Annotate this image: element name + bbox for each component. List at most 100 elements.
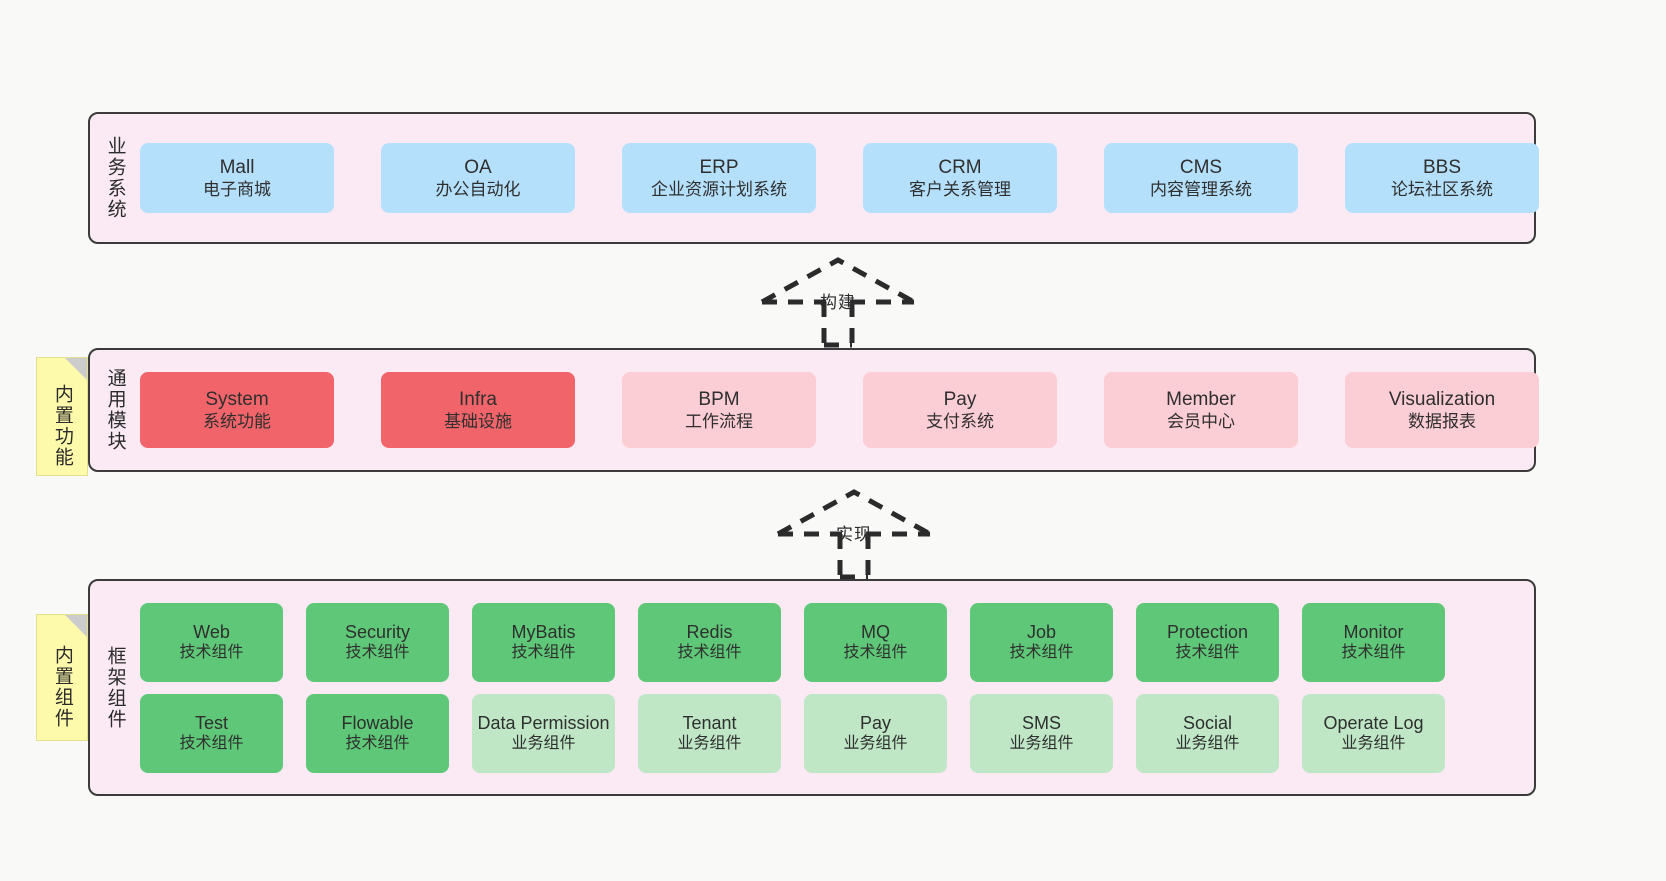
card-title-en: BBS (1422, 156, 1462, 178)
card-erp[interactable]: ERP 企业资源计划系统 (622, 143, 816, 213)
card-title-en: Job (1026, 621, 1057, 642)
card-title-en: Protection (1166, 621, 1249, 642)
card-title-en: CRM (938, 156, 982, 178)
layer-body-modules: System 系统功能 Infra 基础设施 BPM 工作流程 Pay 支付系统… (140, 350, 1555, 470)
layer-framework-components: 框架组件 Web 技术组件 Security 技术组件 MyBatis 技术组件… (88, 579, 1536, 796)
card-title-en: Pay (859, 712, 892, 733)
card-oa[interactable]: OA 办公自动化 (381, 143, 575, 213)
card-title-cn: 业务组件 (677, 735, 742, 753)
card-title-cn: 技术组件 (1009, 644, 1074, 662)
card-title-en: Tenant (682, 712, 737, 733)
card-title-en: Visualization (1388, 388, 1496, 410)
card-mq[interactable]: MQ 技术组件 (804, 602, 947, 682)
card-title-cn: 技术组件 (677, 644, 742, 662)
card-title-en: OA (464, 156, 492, 178)
card-title-cn: 系统功能 (203, 412, 271, 432)
card-title-cn: 会员中心 (1167, 412, 1235, 432)
card-member[interactable]: Member 会员中心 (1104, 372, 1298, 448)
connector-label-realize: 实现 (836, 525, 872, 544)
card-title-cn: 内容管理系统 (1150, 180, 1252, 200)
card-title-cn: 客户关系管理 (909, 180, 1011, 200)
card-bbs[interactable]: BBS 论坛社区系统 (1345, 143, 1539, 213)
layer-common-modules: 通用模块 System 系统功能 Infra 基础设施 BPM 工作流程 Pay (88, 348, 1539, 472)
card-job[interactable]: Job 技术组件 (970, 602, 1113, 682)
card-title-en: Flowable (341, 712, 414, 733)
card-test[interactable]: Test 技术组件 (140, 693, 283, 773)
card-pay-component[interactable]: Pay 业务组件 (804, 693, 947, 773)
card-protection[interactable]: Protection 技术组件 (1136, 602, 1279, 682)
layer-title-modules: 通用模块 (104, 368, 126, 452)
card-crm[interactable]: CRM 客户关系管理 (863, 143, 1057, 213)
card-title-cn: 技术组件 (1341, 644, 1406, 662)
card-title-cn: 技术组件 (179, 644, 244, 662)
card-infra[interactable]: Infra 基础设施 (381, 372, 575, 448)
card-title-cn: 业务组件 (1175, 735, 1240, 753)
card-title-cn: 办公自动化 (435, 180, 521, 200)
sticky-note-builtin-components: 内置组件 (36, 614, 88, 741)
card-title-en: Monitor (1343, 621, 1404, 642)
card-title-en: Web (193, 621, 230, 642)
card-pay-module[interactable]: Pay 支付系统 (863, 372, 1057, 448)
layer-business-systems: 业务系统 Mall 电子商城 OA 办公自动化 ERP 企业资源计划系统 CRM (88, 112, 1539, 244)
card-title-en: CMS (1179, 156, 1223, 178)
card-title-cn: 技术组件 (345, 644, 410, 662)
card-title-en: BPM (698, 388, 740, 410)
card-title-cn: 支付系统 (926, 412, 994, 432)
card-tenant[interactable]: Tenant 业务组件 (638, 693, 781, 773)
card-cms[interactable]: CMS 内容管理系统 (1104, 143, 1298, 213)
card-title-en: MQ (861, 621, 890, 642)
card-title-cn: 技术组件 (345, 735, 410, 753)
card-title-en: Social (1182, 712, 1233, 733)
layer-title-business: 业务系统 (104, 136, 126, 220)
card-title-en: Operate Log (1323, 712, 1424, 733)
dashed-hollow-arrow-icon (760, 257, 916, 348)
sticky-note-builtin-features: 内置功能 (36, 357, 88, 476)
card-title-cn: 电子商城 (203, 180, 271, 200)
card-title-cn: 技术组件 (179, 735, 244, 753)
card-title-cn: 业务组件 (843, 735, 908, 753)
card-title-cn: 业务组件 (1009, 735, 1074, 753)
dashed-hollow-arrow-icon (776, 489, 932, 580)
layer-title-framework: 框架组件 (104, 645, 126, 730)
business-card-row: Mall 电子商城 OA 办公自动化 ERP 企业资源计划系统 CRM 客户关系… (140, 143, 1539, 213)
card-title-cn: 业务组件 (511, 735, 576, 753)
module-card-row: System 系统功能 Infra 基础设施 BPM 工作流程 Pay 支付系统… (140, 372, 1539, 448)
card-security[interactable]: Security 技术组件 (306, 602, 449, 682)
card-title-en: Data Permission (477, 712, 610, 733)
layer-body-business: Mall 电子商城 OA 办公自动化 ERP 企业资源计划系统 CRM 客户关系… (140, 114, 1555, 242)
card-social[interactable]: Social 业务组件 (1136, 693, 1279, 773)
framework-business-row: Test 技术组件 Flowable 技术组件 Data Permission … (140, 693, 1518, 773)
card-title-cn: 工作流程 (685, 412, 753, 432)
card-data-permission[interactable]: Data Permission 业务组件 (472, 693, 615, 773)
card-title-cn: 业务组件 (1341, 735, 1406, 753)
card-monitor[interactable]: Monitor 技术组件 (1302, 602, 1445, 682)
card-title-cn: 基础设施 (444, 412, 512, 432)
connector-label-build: 构建 (820, 293, 856, 312)
card-redis[interactable]: Redis 技术组件 (638, 602, 781, 682)
card-title-en: SMS (1021, 712, 1061, 733)
card-web[interactable]: Web 技术组件 (140, 602, 283, 682)
card-title-en: Member (1166, 388, 1236, 410)
card-flowable[interactable]: Flowable 技术组件 (306, 693, 449, 773)
card-mybatis[interactable]: MyBatis 技术组件 (472, 602, 615, 682)
card-visualization[interactable]: Visualization 数据报表 (1345, 372, 1539, 448)
card-title-en: Infra (458, 388, 498, 410)
card-title-en: System (205, 388, 269, 410)
card-title-en: Security (344, 621, 411, 642)
card-title-cn: 数据报表 (1408, 412, 1476, 432)
card-title-en: Redis (686, 621, 733, 642)
connector-build: 构建 (748, 256, 928, 348)
card-title-cn: 论坛社区系统 (1391, 180, 1493, 200)
card-title-en: MyBatis (511, 621, 576, 642)
card-title-cn: 企业资源计划系统 (651, 180, 787, 200)
card-sms[interactable]: SMS 业务组件 (970, 693, 1113, 773)
card-title-cn: 技术组件 (843, 644, 908, 662)
card-bpm[interactable]: BPM 工作流程 (622, 372, 816, 448)
card-title-cn: 技术组件 (1175, 644, 1240, 662)
card-title-en: Mall (219, 156, 255, 178)
card-operate-log[interactable]: Operate Log 业务组件 (1302, 693, 1445, 773)
framework-tech-row: Web 技术组件 Security 技术组件 MyBatis 技术组件 Redi… (140, 602, 1518, 682)
card-mall[interactable]: Mall 电子商城 (140, 143, 334, 213)
card-title-en: Pay (943, 388, 977, 410)
card-system[interactable]: System 系统功能 (140, 372, 334, 448)
